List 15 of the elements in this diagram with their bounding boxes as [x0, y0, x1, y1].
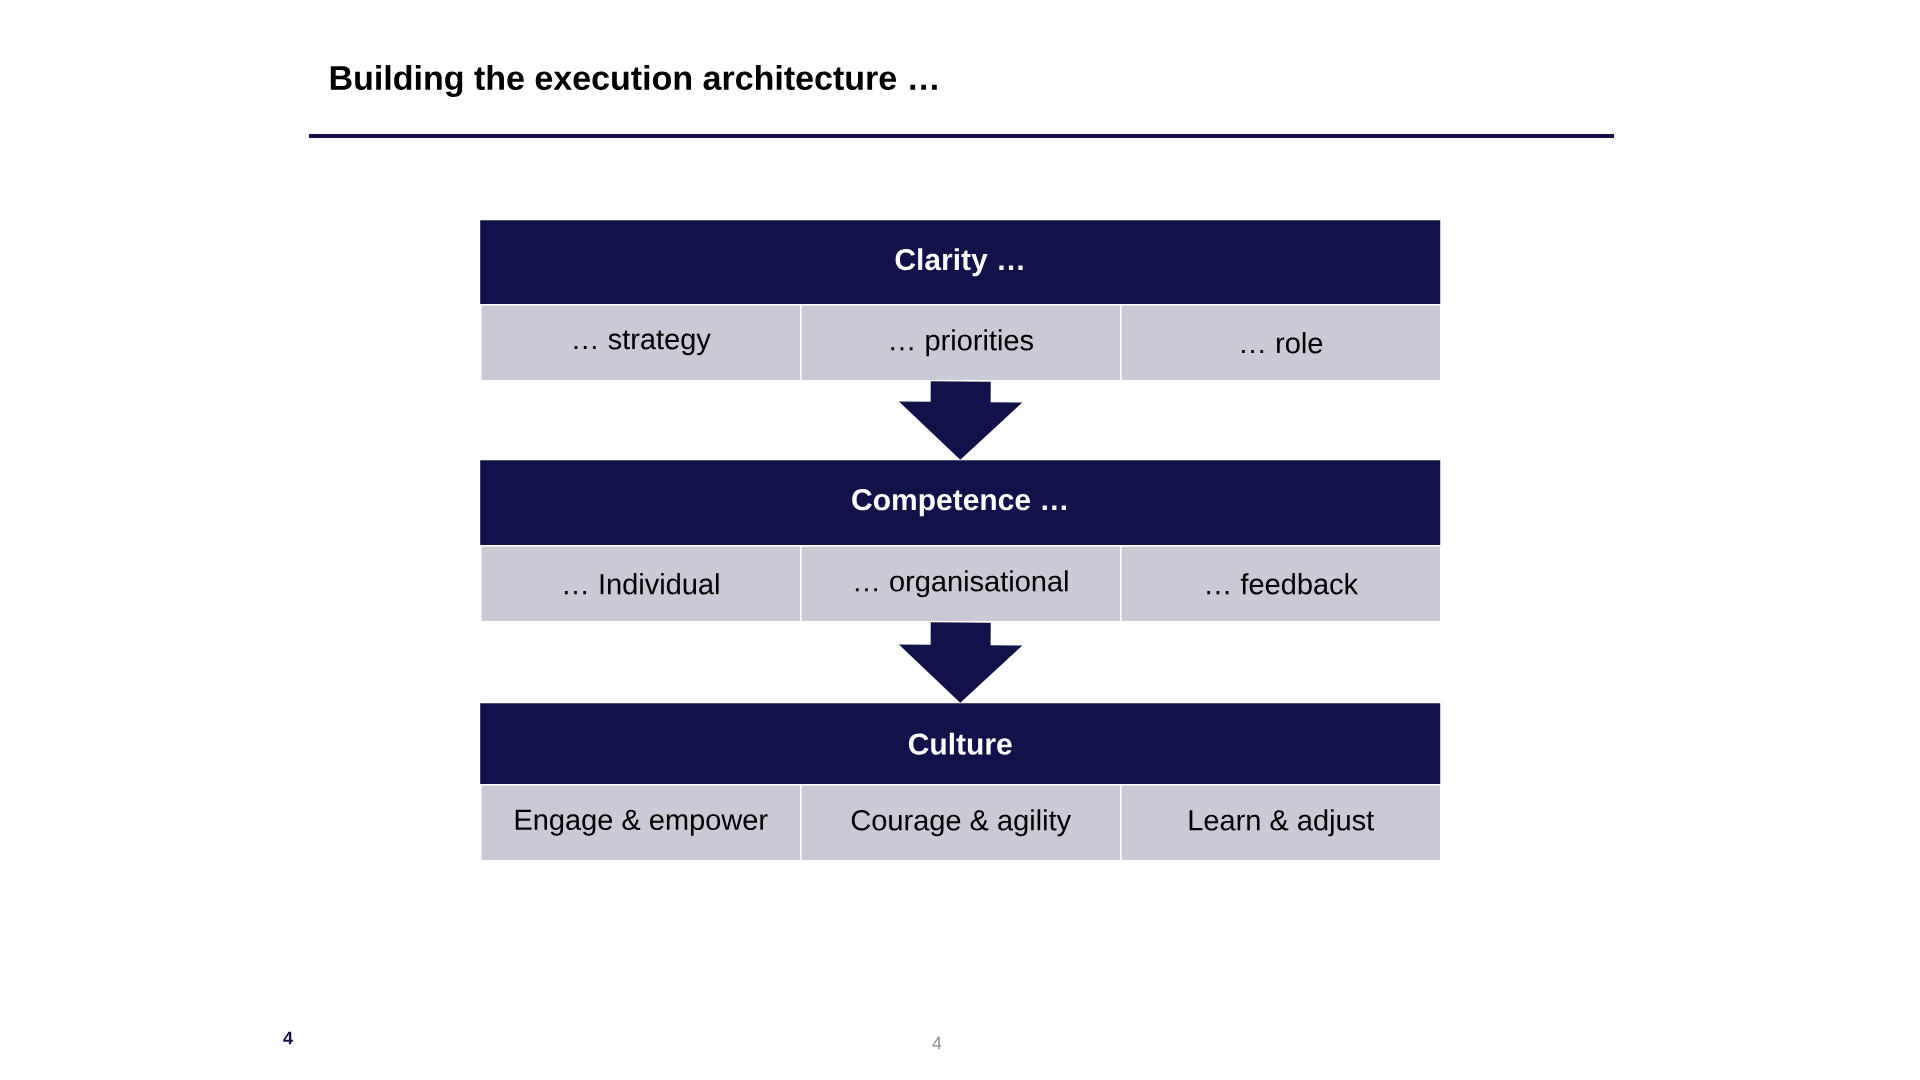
header-band: Culture	[480, 703, 1441, 785]
cell: Learn & adjust	[1120, 784, 1442, 862]
page-number: 4	[932, 1036, 942, 1050]
cell: … role	[1120, 304, 1442, 382]
cell: Courage & agility	[800, 784, 1122, 862]
cell: … priorities	[800, 304, 1122, 382]
cell: … feedback	[1120, 545, 1442, 623]
cell: … strategy	[480, 304, 802, 382]
header-band: Clarity …	[480, 220, 1441, 305]
header-band: Competence …	[480, 460, 1441, 546]
page-number: 4	[283, 1031, 293, 1045]
cell: … Individual	[480, 545, 802, 623]
cell: … organisational	[800, 545, 1122, 623]
title: Building the execution architecture …	[330, 65, 937, 97]
cell: Engage & empower	[480, 784, 802, 862]
